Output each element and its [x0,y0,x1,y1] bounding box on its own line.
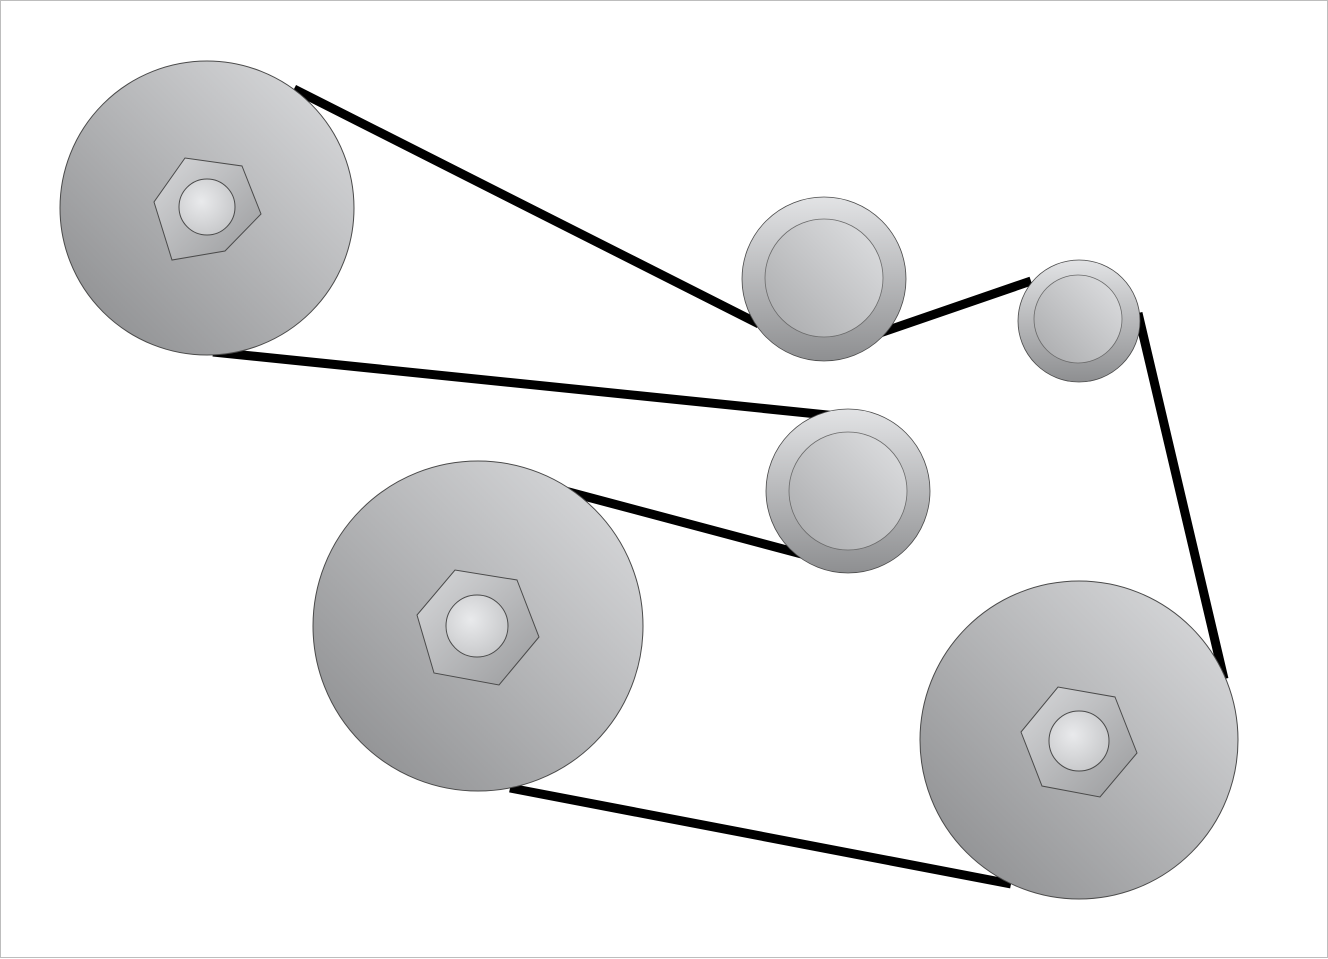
belt [212,84,1229,889]
idler-inner [788,431,908,551]
pulley-bottom-middle [312,460,644,792]
hub-center [1048,710,1110,772]
belt-segment-upper-right-to-bottom-right [1133,311,1229,681]
pulley-upper-right [1017,259,1141,383]
pulley-top-left [59,60,355,356]
belt-segment-bottom-middle-to-middle [563,486,815,562]
idler-inner [1033,274,1123,364]
hub-center [445,594,509,658]
pulley-bottom-right [919,580,1239,900]
idler-inner [764,218,884,338]
hub-center [178,178,236,236]
belt-segment-bottom-right-to-bottom-middle [509,783,1012,889]
pulley-upper-middle [741,196,907,362]
belt-segment-upper-middle-to-upper-right [875,276,1033,339]
belt-segment-middle-to-topleft [212,347,838,421]
belt-segment-topleft-to-upper-middle [291,84,762,329]
pulley-middle [765,408,931,574]
